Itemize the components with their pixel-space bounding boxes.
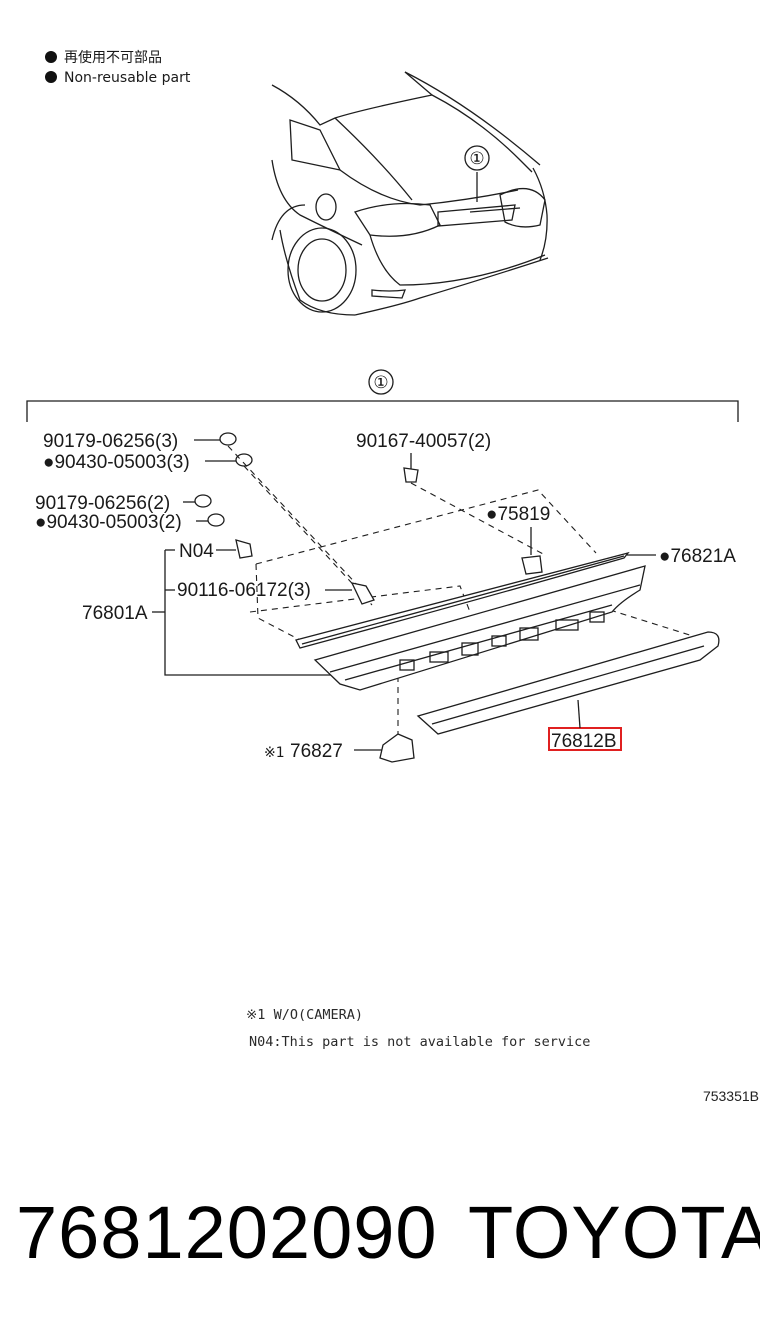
legend-en: Non-reusable part <box>64 70 191 86</box>
fastener-clips <box>235 467 543 763</box>
label-90116-06172-3: 90116-06172(3) <box>177 580 311 601</box>
label-76827-mark: ※1 <box>264 745 285 761</box>
highlight-box-76812b <box>548 727 622 751</box>
label-76827: 76827 <box>290 741 343 762</box>
label-90167-40057-2: 90167-40057(2) <box>356 431 491 452</box>
legend-jp: 再使用不可部品 <box>64 49 162 66</box>
part-76812b <box>416 631 720 735</box>
label-76812b: 76812B <box>551 731 617 752</box>
label-90430-05003-2: ●90430-05003(2) <box>35 512 182 533</box>
label-n04: N04 <box>179 541 214 562</box>
label-90179-06256-2: 90179-06256(2) <box>35 493 170 514</box>
group-bracket <box>26 400 739 422</box>
note-1: ※1 W/O(CAMERA) <box>246 1007 363 1023</box>
label-76821a: ●76821A <box>659 546 736 567</box>
label-90179-06256-3: 90179-06256(3) <box>43 431 178 452</box>
brand-name: TOYOTA <box>468 1191 760 1274</box>
label-76801a: 76801A <box>82 603 148 624</box>
legend-bullet-en <box>45 71 57 83</box>
callout-marker-group: ① <box>373 373 388 393</box>
callout-marker-car: ① <box>469 149 484 169</box>
label-75819: ●75819 <box>486 504 550 525</box>
note-2: N04:This part is not available for servi… <box>249 1034 590 1050</box>
part-76801a <box>313 565 646 691</box>
part-number: 7681202090 <box>16 1191 438 1274</box>
legend-bullet-jp <box>45 51 57 63</box>
car-rear-illustration <box>271 71 549 316</box>
illustration-code: 753351B <box>703 1088 759 1104</box>
label-90430-05003-3: ●90430-05003(3) <box>43 452 190 473</box>
